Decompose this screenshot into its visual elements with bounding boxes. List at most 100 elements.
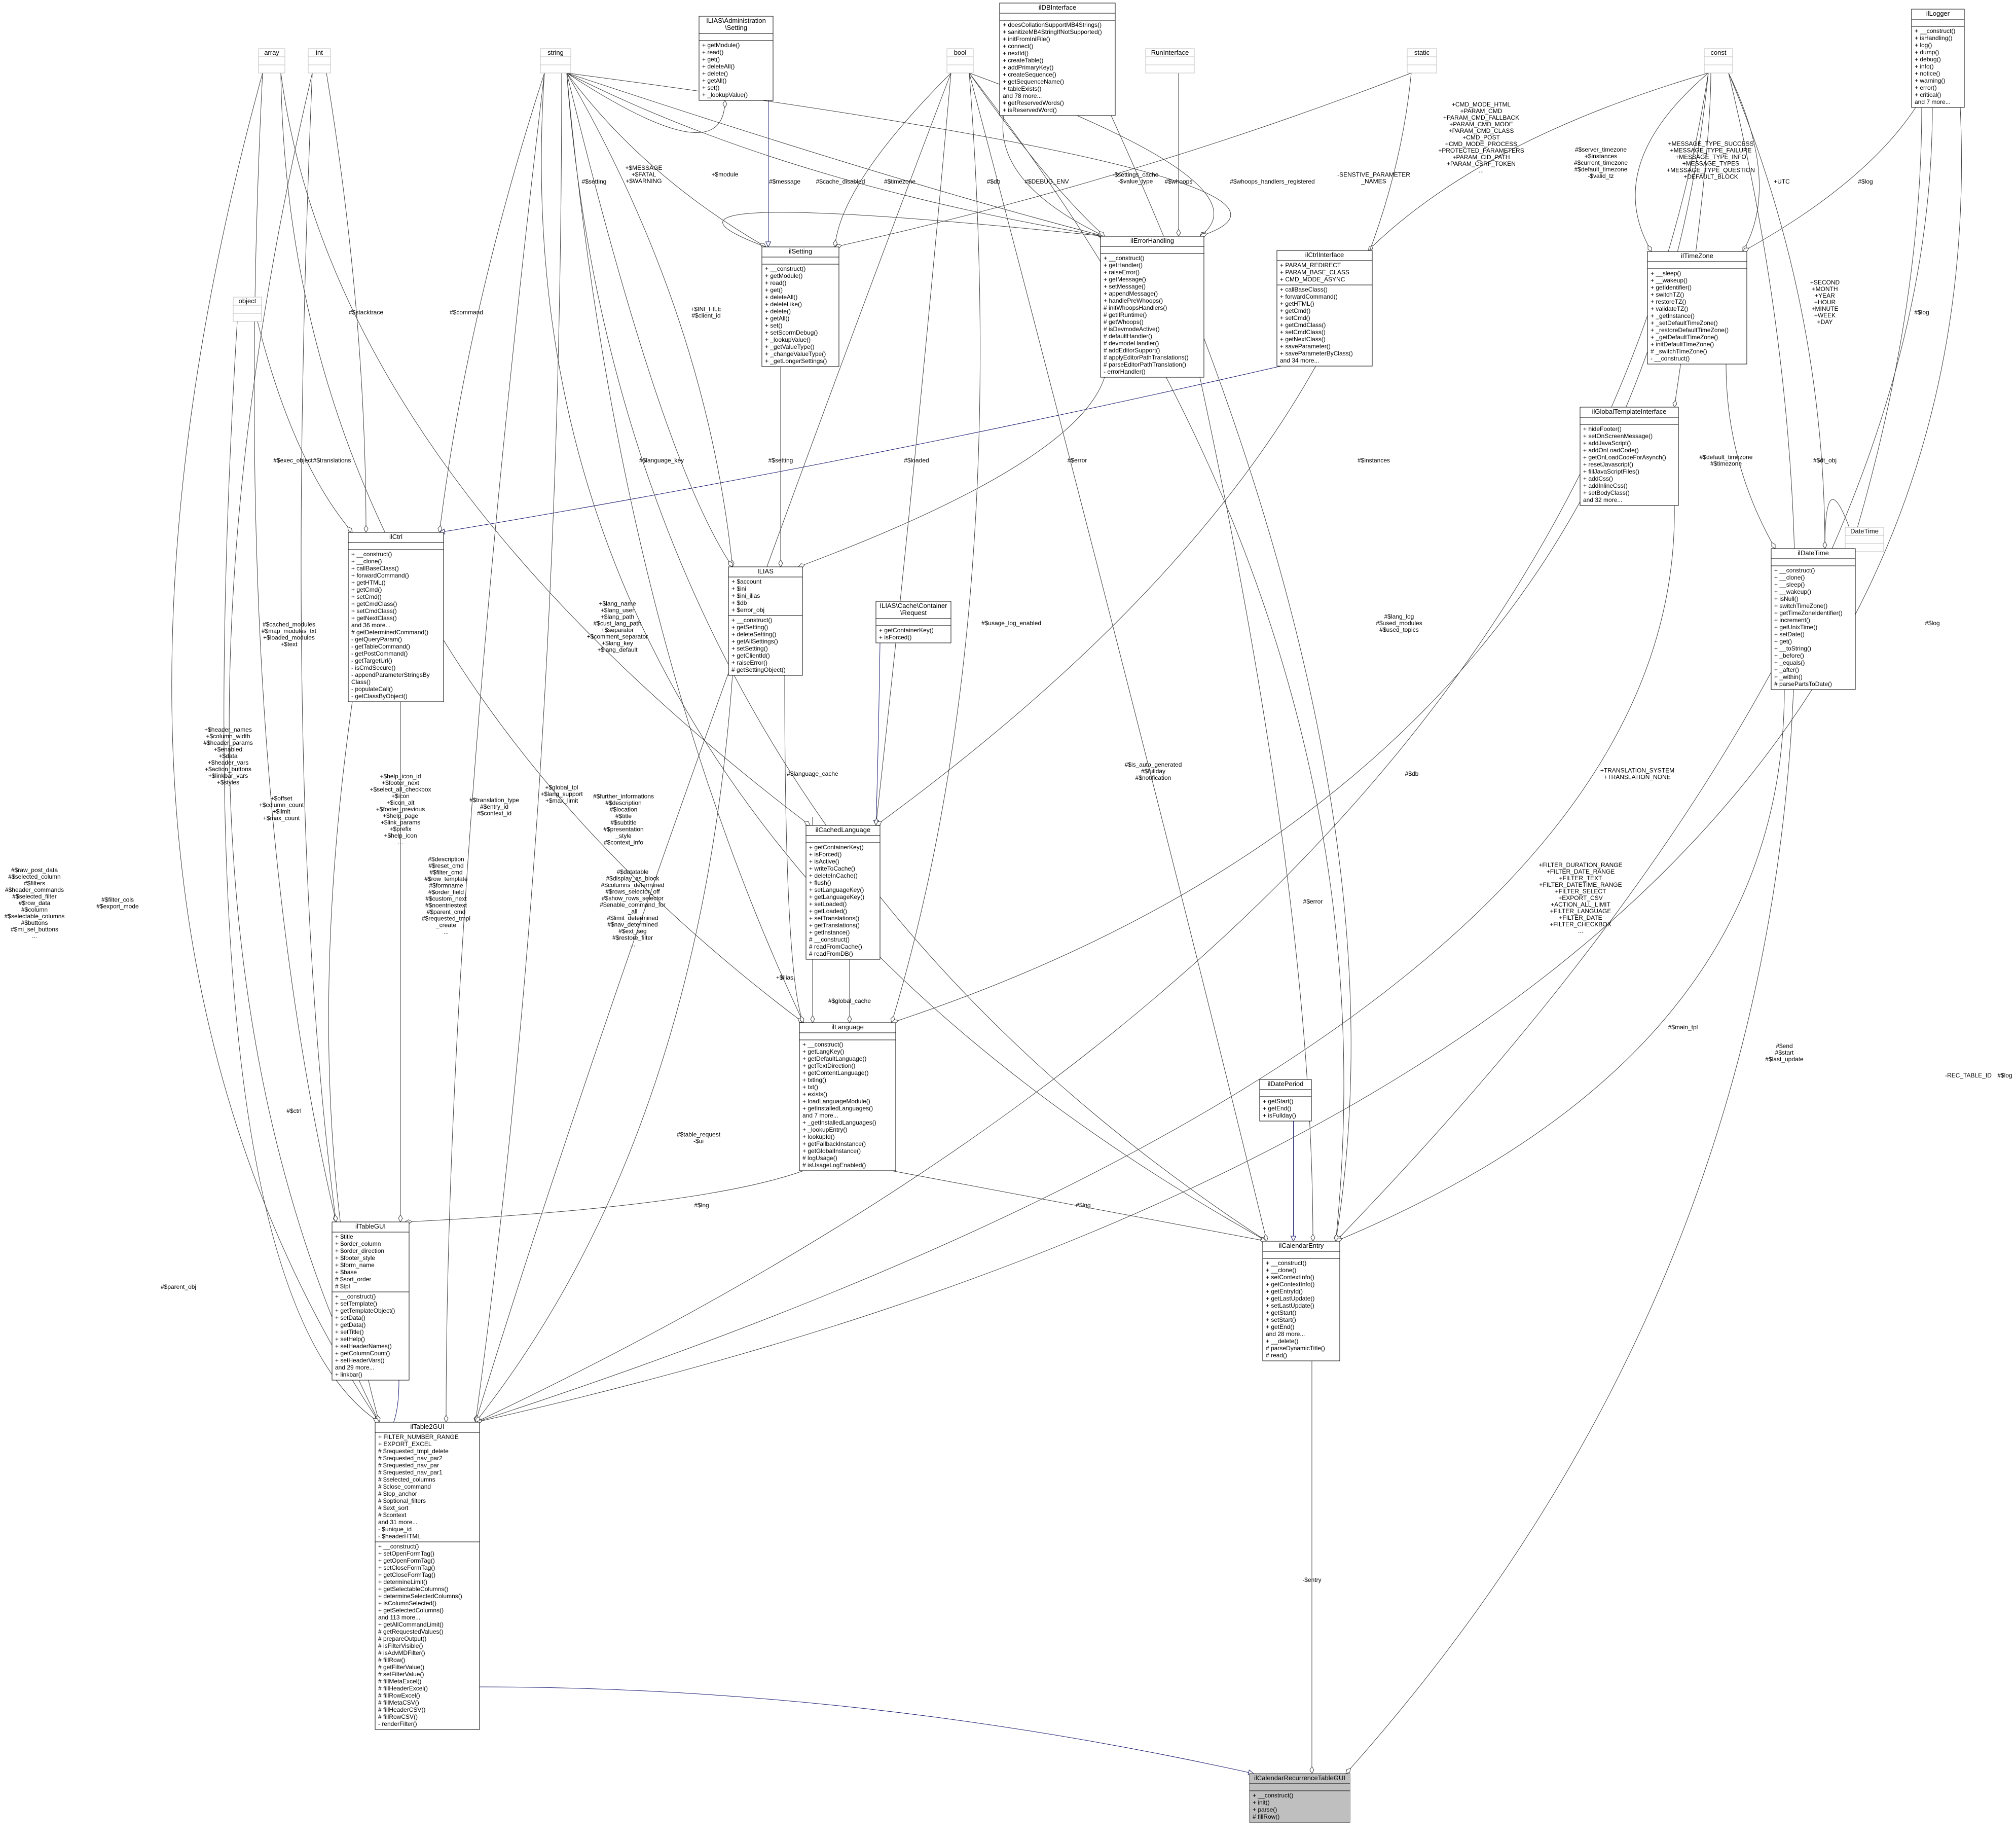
edge-label-msgtypes: +MESSAGE_TYPE_SUCCESS+MESSAGE_TYPE_FAILU…: [1667, 140, 1755, 181]
class-method: and 36 more...: [351, 622, 390, 629]
edge-label-line: +$column_count: [259, 802, 304, 809]
edge-label-servertz: #$server_timezone+$instances#$current_ti…: [1574, 146, 1628, 179]
class-method: - getQueryParam(): [351, 636, 402, 643]
edge-label-line: +ACTION_ALL_LIMIT: [1551, 901, 1610, 908]
class-node-ildatetime[interactable]: ilDateTime+ __construct()+ __clone()+ __…: [1771, 548, 1856, 690]
edge-label-line: ...: [444, 928, 449, 935]
class-method: + __construct(): [1915, 27, 1955, 34]
edge-label-lng1: #$lng: [694, 1202, 709, 1209]
class-node-ilias-administration-setting[interactable]: ILIAS\Administration\Setting+ getModule(…: [699, 16, 774, 101]
class-node-ilias[interactable]: ILIAS+ $account+ $ini+ $ini_ilias+ $db+ …: [728, 566, 803, 676]
edge-label-line: #$filter_cmd: [429, 869, 462, 876]
usage-edge: [229, 73, 380, 1423]
edge-label-line: #$reset_cmd: [428, 862, 463, 870]
edge-label-line: #$log: [1858, 178, 1873, 185]
class-method: + getDefaultLanguage(): [802, 1055, 866, 1062]
class-node-ilerrorhandling[interactable]: ilErrorHandling+ __construct()+ getHandl…: [1100, 236, 1204, 378]
edge-label-line: _all: [628, 908, 638, 915]
edge-label-line: #$lang_log: [1384, 613, 1414, 620]
class-method: and 78 more...: [1003, 92, 1042, 99]
class-node-ilglobaltemplateinterface[interactable]: ilGlobalTemplateInterface+ hideFooter()+…: [1580, 407, 1679, 506]
class-node-ilias-cache-container-request[interactable]: ILIAS\Cache\Container\Request+ getContai…: [875, 601, 951, 643]
class-method: + getNextClass(): [351, 615, 397, 622]
stub-node-bool[interactable]: bool: [946, 48, 974, 74]
class-method: + get(): [1774, 638, 1792, 645]
class-method: + exists(): [802, 1091, 827, 1098]
edge-label-helpicon: +$help_icon_id+$footer_next+$select_all_…: [370, 773, 431, 846]
class-method: + getHandler(): [1104, 262, 1143, 269]
class-method: + setSetting(): [731, 645, 768, 652]
class-node-ilcachedlanguage[interactable]: ilCachedLanguage+ getContainerKey()+ isF…: [805, 825, 881, 960]
class-frame: [1259, 1079, 1312, 1122]
class-attribute: # $close_command: [378, 1483, 431, 1490]
class-method: + getCmdClass(): [1280, 321, 1326, 329]
stub-node-datetime[interactable]: DateTime: [1845, 527, 1884, 552]
class-method: + forwardCommand(): [1280, 293, 1338, 300]
edge-label-line: #$filter_cols: [101, 896, 134, 904]
class-method: + critical(): [1915, 91, 1941, 98]
usage-edge: [1199, 377, 1313, 1242]
class-title: ilCtrlInterface: [1305, 251, 1344, 259]
usage-edge: [475, 107, 1962, 1423]
class-method: # parsePartsToDate(): [1774, 680, 1832, 688]
class-node-illanguage[interactable]: ilLanguage+ __construct()+ getLangKey()+…: [799, 1022, 896, 1171]
class-node-ilcalendarentry[interactable]: ilCalendarEntry+ __construct()+ __clone(…: [1262, 1241, 1340, 1361]
edge-label-sensitive: -SENSTIVE_PARAMETER_NAMES: [1337, 171, 1410, 185]
edge-label-line: #$row_template: [424, 876, 468, 883]
class-method: + hideFooter(): [1583, 425, 1622, 432]
edge-label-langkey: #$language_key: [639, 457, 684, 464]
class-node-illogger[interactable]: ilLogger+ __construct()+ isHandling()+ l…: [1911, 9, 1965, 108]
composition-diamond: [398, 1214, 403, 1223]
class-node-ilctrl[interactable]: ilCtrl+ __construct()+ __clone()+ callBa…: [348, 532, 444, 702]
stub-node-const[interactable]: const: [1704, 48, 1733, 74]
class-method: + __construct(): [1266, 1259, 1306, 1267]
edge-label-line: +YEAR: [1815, 292, 1835, 299]
class-node-ildbinterface[interactable]: ilDBInterface+ doesCollationSupportMB4St…: [999, 3, 1116, 116]
class-node-ildateperiod[interactable]: ilDatePeriod+ getStart()+ getEnd()+ isFu…: [1259, 1079, 1312, 1122]
class-method: + setStart(): [1266, 1316, 1296, 1323]
stub-node-runinterface[interactable]: RunInterface: [1145, 48, 1195, 74]
class-method: + getTemplateObject(): [335, 1307, 395, 1314]
edge-label-line: +PARAM_CMD: [1460, 107, 1502, 115]
stub-node-static[interactable]: static: [1407, 48, 1437, 74]
composition-diamond: [800, 1016, 804, 1023]
edge-label-line: #$parent_obj: [161, 1283, 196, 1290]
stub-node-array[interactable]: array: [258, 48, 285, 74]
stub-node-object[interactable]: object: [233, 297, 262, 322]
class-title: ilDBInterface: [1039, 4, 1076, 11]
edge-label-line: #$description: [605, 800, 641, 807]
class-node-ilcalendarrecurrencetablegui[interactable]: ilCalendarRecurrenceTableGUI+ __construc…: [1249, 1773, 1350, 1823]
class-frame: [761, 246, 839, 367]
edge-label-execobj: #$exec_object: [273, 457, 313, 464]
class-method: + __construct(): [731, 617, 772, 624]
class-node-ilctrlinterface[interactable]: ilCtrlInterface+ PARAM_REDIRECT+ PARAM_B…: [1276, 250, 1373, 367]
class-method: + addJavaScript(): [1583, 440, 1631, 447]
class-method: + getLangKey(): [802, 1048, 844, 1055]
edge-label-line: +$max_limit: [545, 797, 578, 804]
edge-label-line: #$noentriestext: [425, 902, 467, 909]
edge-label-line: #$translations: [313, 457, 351, 464]
stub-title: object: [239, 297, 256, 305]
edge-label-line: +$prefix: [389, 825, 411, 833]
class-title: ilDatePeriod: [1268, 1080, 1304, 1088]
usage-edge: [566, 73, 804, 1023]
stub-node-string[interactable]: string: [540, 48, 571, 74]
edge-label-line: #$context_id: [477, 810, 511, 817]
stub-node-int[interactable]: int: [308, 48, 331, 74]
edge-label-line: #$exec_object: [273, 457, 313, 464]
composition-diamond: [1771, 542, 1776, 549]
class-node-iltimezone[interactable]: ilTimeZone+ __sleep()+ __wakeup()+ getId…: [1647, 251, 1747, 365]
class-node-iltablegui[interactable]: ilTableGUI+ $title+ $order_column+ $orde…: [332, 1221, 410, 1381]
class-method: + __construct(): [351, 551, 392, 558]
class-method: and 34 more...: [1280, 357, 1319, 364]
class-method: + read(): [702, 49, 723, 56]
usage-edge: [834, 73, 951, 247]
class-method: + __clone(): [1774, 574, 1805, 581]
composition-diamond: [437, 525, 443, 533]
class-method: + _after(): [1774, 666, 1799, 673]
class-method: + getClientId(): [731, 652, 770, 659]
class-node-ilsetting[interactable]: ilSetting+ __construct()+ getModule()+ r…: [761, 246, 839, 367]
class-node-iltable2gui[interactable]: ilTable2GUI+ FILTER_NUMBER_RANGE+ EXPORT…: [375, 1422, 480, 1730]
class-method: - __construct(): [1651, 355, 1690, 362]
class-attribute: + $order_direction: [335, 1247, 384, 1254]
